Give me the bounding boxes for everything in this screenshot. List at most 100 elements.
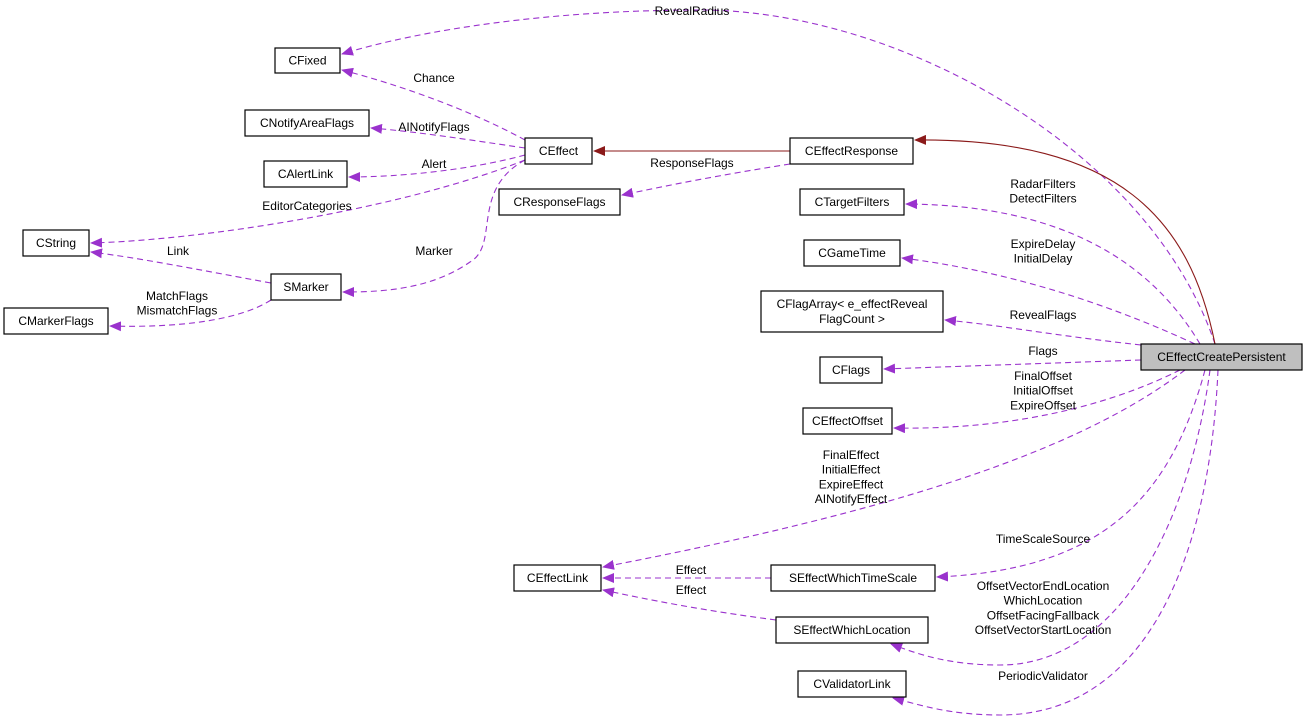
edge-CEffectCreatePersistent-to-CValidatorLink: PeriodicValidator (892, 369, 1219, 716)
edge-label: FinalEffect (823, 448, 880, 462)
class-box (803, 239, 901, 267)
edge-label: RevealFlags (1010, 308, 1077, 322)
edge-CEffect-to-SMarker: Marker (342, 159, 526, 297)
edge-CEffectCreatePersistent-to-SEffectWhichTimeScale: TimeScaleSource (936, 369, 1206, 582)
edge-CEffectCreatePersistent-to-CEffectLink: FinalEffectInitialEffectExpireEffectAINo… (602, 369, 1186, 570)
class-box (274, 47, 341, 74)
edge-SEffectWhichLocation-to-CEffectLink: Effect (602, 583, 777, 621)
class-node-CEffectResponse[interactable]: CEffectResponse (789, 137, 914, 165)
edge-CEffectCreatePersistent-to-CFlags: Flags (883, 344, 1142, 374)
class-node-CEffectLink[interactable]: CEffectLink (513, 564, 602, 592)
class-node-CGameTime[interactable]: CGameTime (803, 239, 901, 267)
edge-label: Chance (413, 71, 455, 85)
edge-label: WhichLocation (1004, 594, 1083, 608)
edge-CEffectCreatePersistent-to-CFixed: RevealRadius (341, 4, 1216, 345)
class-name: CString (36, 236, 76, 250)
class-node-SEffectWhichTimeScale[interactable]: SEffectWhichTimeScale (770, 564, 936, 592)
edge-CEffect-to-CNotifyAreaFlags: AINotifyFlags (370, 120, 526, 149)
edge-label: DetectFilters (1009, 192, 1076, 206)
class-box (524, 137, 593, 165)
class-node-CFlags[interactable]: CFlags (819, 356, 883, 384)
class-name: CEffect (539, 144, 579, 158)
inheritance-arrow (914, 134, 1216, 345)
class-node-CString[interactable]: CString (22, 229, 90, 257)
class-box (799, 188, 905, 216)
class-name: CMarkerFlags (18, 314, 93, 328)
edge-label: Flags (1028, 344, 1057, 358)
dependency-arrow (890, 369, 1211, 666)
class-name: CValidatorLink (813, 677, 891, 691)
class-node-CAlertLink[interactable]: CAlertLink (263, 160, 348, 188)
class-node-CFixed[interactable]: CFixed (274, 47, 341, 74)
dependency-arrow (621, 163, 791, 198)
edge-label: MismatchFlags (137, 304, 218, 318)
class-node-CEffectCreatePersistent[interactable]: CEffectCreatePersistent (1140, 343, 1303, 371)
dependency-arrow (602, 369, 1186, 570)
edge-label: AINotifyFlags (398, 120, 469, 134)
class-node-CEffectOffset[interactable]: CEffectOffset (802, 407, 893, 435)
class-node-CTargetFilters[interactable]: CTargetFilters (799, 188, 905, 216)
dependency-arrow (370, 123, 526, 149)
class-box (244, 109, 370, 137)
class-box (22, 229, 90, 257)
edge-label: ResponseFlags (650, 156, 733, 170)
class-name: FlagCount > (819, 312, 885, 326)
class-name: CTargetFilters (815, 195, 890, 209)
class-node-SEffectWhichLocation[interactable]: SEffectWhichLocation (775, 616, 929, 644)
class-name: CResponseFlags (513, 195, 605, 209)
edge-label: Marker (415, 244, 452, 258)
edge-label: OffsetVectorEndLocation (977, 579, 1110, 593)
class-name: CFlagArray< e_effectReveal (777, 297, 928, 311)
edge-label: ExpireEffect (819, 477, 884, 491)
edge-CEffect-to-CAlertLink: Alert (348, 154, 526, 182)
edge-label: OffsetVectorStartLocation (975, 623, 1112, 637)
edge-label: EditorCategories (262, 199, 351, 213)
edge-label: InitialEffect (822, 463, 881, 477)
class-node-CMarkerFlags[interactable]: CMarkerFlags (3, 307, 109, 335)
edge-label: MatchFlags (146, 289, 208, 303)
edge-SMarker-to-CString: Link (90, 244, 272, 284)
edge-label: OffsetFacingFallback (987, 608, 1100, 622)
class-name: CEffectOffset (812, 414, 884, 428)
dependency-arrow (90, 248, 272, 284)
class-name: SEffectWhichTimeScale (789, 571, 917, 585)
class-node-CNotifyAreaFlags[interactable]: CNotifyAreaFlags (244, 109, 370, 137)
dependency-arrow (90, 159, 526, 248)
class-name: CGameTime (818, 246, 886, 260)
dependency-arrow (109, 299, 272, 332)
class-box (263, 160, 348, 188)
edge-label: Alert (422, 157, 447, 171)
dependency-arrow (342, 159, 526, 297)
edge-CEffectCreatePersistent-to-SEffectWhichLocation: OffsetVectorEndLocationWhichLocationOffs… (890, 369, 1211, 666)
class-node-CResponseFlags[interactable]: CResponseFlags (498, 188, 621, 216)
dependency-arrow (892, 369, 1219, 716)
edge-label: InitialDelay (1014, 252, 1073, 266)
edge-CEffect-to-CString: EditorCategories (90, 159, 526, 248)
class-box (270, 273, 342, 301)
edge-label: ExpireDelay (1011, 237, 1076, 251)
dependency-arrow (348, 154, 526, 182)
edge-label: Link (167, 244, 190, 258)
class-box (789, 137, 914, 165)
edge-label: FinalOffset (1014, 369, 1072, 383)
dependency-arrow (341, 9, 1216, 345)
edge-CEffect-to-CFixed: Chance (341, 67, 526, 141)
class-name: CEffectCreatePersistent (1157, 350, 1286, 364)
class-box (797, 670, 907, 698)
class-node-SMarker[interactable]: SMarker (270, 273, 342, 301)
dependency-arrow (901, 254, 1196, 345)
class-node-CValidatorLink[interactable]: CValidatorLink (797, 670, 907, 698)
dependency-arrow (893, 369, 1181, 434)
dependency-arrow (936, 369, 1206, 582)
class-box (1140, 343, 1303, 371)
class-box (770, 564, 936, 592)
class-box (513, 564, 602, 592)
edge-CEffectResponse-to-CResponseFlags: ResponseFlags (621, 156, 791, 198)
class-box (819, 356, 883, 384)
class-box (760, 290, 944, 333)
class-node-CEffect[interactable]: CEffect (524, 137, 593, 165)
